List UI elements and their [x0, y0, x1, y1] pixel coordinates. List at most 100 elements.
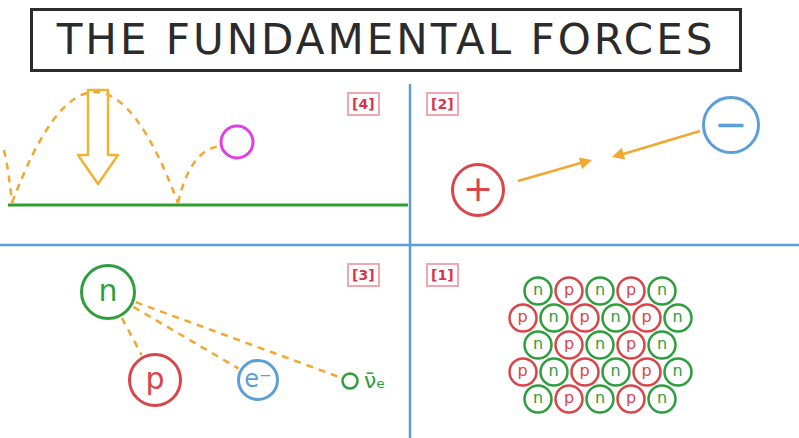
- circle-shape: [82, 266, 135, 319]
- particle-label: n: [672, 363, 682, 379]
- particle-label: p: [564, 336, 574, 352]
- particle-circle: ν̄ₑ: [341, 370, 385, 392]
- particle-label: p: [564, 390, 574, 406]
- particle-label: n: [533, 282, 543, 298]
- nucleon-circle: n: [663, 357, 693, 387]
- ball: [221, 126, 253, 158]
- title-box: THE FUNDAMENTAL FORCES: [30, 8, 742, 72]
- particle-label: e⁻: [244, 367, 271, 391]
- circle-shape: [509, 359, 536, 386]
- particle-circle: p: [128, 353, 182, 407]
- circle-shape: [602, 305, 629, 332]
- particle-label: n: [595, 282, 605, 298]
- nucleon-circle: n: [663, 303, 693, 333]
- nucleon-circle: n: [601, 357, 631, 387]
- particle-label: n: [533, 336, 543, 352]
- particle-label: p: [517, 363, 527, 379]
- nucleon-circle: p: [554, 330, 584, 360]
- circle-shape: [540, 359, 567, 386]
- nucleon-circle: p: [508, 303, 538, 333]
- bounce-path: [178, 146, 220, 203]
- circle-shape: [704, 98, 759, 153]
- circle-shape: [618, 332, 645, 359]
- circle-shape: [664, 359, 691, 386]
- callout-number: [2]: [426, 92, 459, 116]
- circle-shape: [540, 305, 567, 332]
- circle-shape: [571, 305, 598, 332]
- particle-label: p: [626, 336, 636, 352]
- particle-label: p: [579, 309, 589, 325]
- particle-label: p: [579, 363, 589, 379]
- particle-label: n: [548, 309, 558, 325]
- panel-divider: [409, 84, 412, 438]
- nucleon-circle: n: [523, 276, 553, 306]
- nucleon-circle: n: [539, 357, 569, 387]
- nucleon-circle: p: [554, 384, 584, 414]
- callout-number: [4]: [347, 92, 380, 116]
- callout-number: [1]: [426, 263, 459, 287]
- charge-circle: −: [702, 96, 760, 154]
- nucleon-circle: n: [523, 384, 553, 414]
- particle-label: p: [564, 282, 574, 298]
- circle-shape: [649, 386, 676, 413]
- particle-label: n: [672, 309, 682, 325]
- nucleon-circle: n: [647, 330, 677, 360]
- circle-shape: [602, 359, 629, 386]
- circle-shape: [664, 305, 691, 332]
- particle-label: p: [626, 282, 636, 298]
- circle-shape: [509, 305, 536, 332]
- nucleon-circle: p: [632, 357, 662, 387]
- callout-number: [3]: [347, 263, 380, 287]
- nucleon-circle: n: [539, 303, 569, 333]
- arrow-head: [612, 148, 625, 160]
- panel-divider: [0, 244, 799, 247]
- ground-line: [8, 204, 408, 207]
- circle-shape: [618, 278, 645, 305]
- circle-shape: [525, 332, 552, 359]
- circle-outline: [341, 370, 359, 392]
- particle-label: n: [595, 390, 605, 406]
- nucleon-circle: n: [647, 384, 677, 414]
- nucleon-circle: p: [616, 276, 646, 306]
- particle-label: n: [98, 276, 117, 306]
- circle-shape: [649, 278, 676, 305]
- gravity-arrow: [78, 90, 118, 184]
- particle-label: p: [517, 309, 527, 325]
- circle-shape: [525, 278, 552, 305]
- circle-shape: [633, 359, 660, 386]
- particle-label: n: [595, 336, 605, 352]
- circle-shape: [343, 374, 358, 389]
- nucleon-circle: p: [616, 384, 646, 414]
- circle-shape: [587, 386, 614, 413]
- bounce-path: [12, 92, 178, 203]
- circle-shape: [556, 386, 583, 413]
- nucleon-circle: p: [570, 357, 600, 387]
- particle-label: ν̄ₑ: [364, 370, 385, 392]
- particle-circle: n: [80, 264, 136, 320]
- particle-label: p: [145, 364, 164, 394]
- particle-label: n: [657, 282, 667, 298]
- particle-label: n: [657, 336, 667, 352]
- circle-shape: [556, 278, 583, 305]
- particle-label: p: [626, 390, 636, 406]
- particle-label: −: [714, 104, 748, 144]
- circle-shape: [239, 361, 278, 400]
- decay-line: [122, 318, 142, 355]
- particle-label: n: [533, 390, 543, 406]
- nucleon-circle: n: [585, 384, 615, 414]
- nucleon-circle: p: [508, 357, 538, 387]
- particle-label: p: [641, 363, 651, 379]
- particle-label: n: [610, 363, 620, 379]
- particle-label: p: [641, 309, 651, 325]
- circle-shape: [453, 165, 504, 216]
- nucleon-circle: n: [523, 330, 553, 360]
- arrow-head: [579, 158, 592, 170]
- nucleon-circle: n: [585, 276, 615, 306]
- attraction-arrow: [620, 131, 700, 155]
- nucleon-circle: p: [554, 276, 584, 306]
- charge-circle: +: [451, 163, 505, 217]
- nucleon-circle: n: [601, 303, 631, 333]
- nucleon-circle: p: [570, 303, 600, 333]
- nucleon-circle: n: [585, 330, 615, 360]
- particle-label: n: [548, 363, 558, 379]
